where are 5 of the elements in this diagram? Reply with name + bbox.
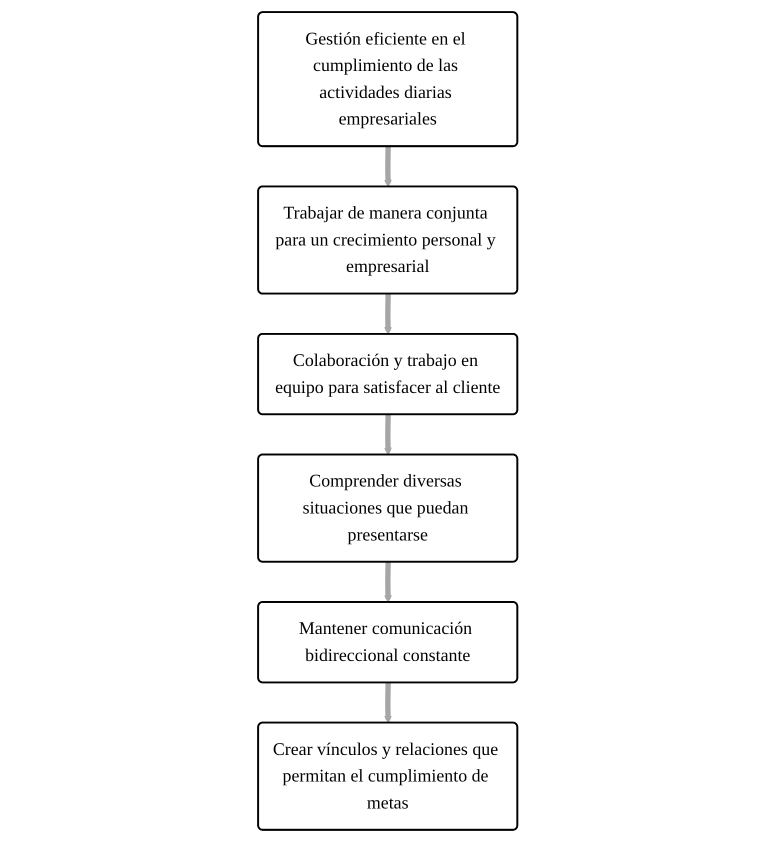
arrow [384,294,392,335]
arrow [384,682,392,724]
arrow [384,146,392,188]
arrow [384,562,392,603]
arrow [384,414,392,456]
